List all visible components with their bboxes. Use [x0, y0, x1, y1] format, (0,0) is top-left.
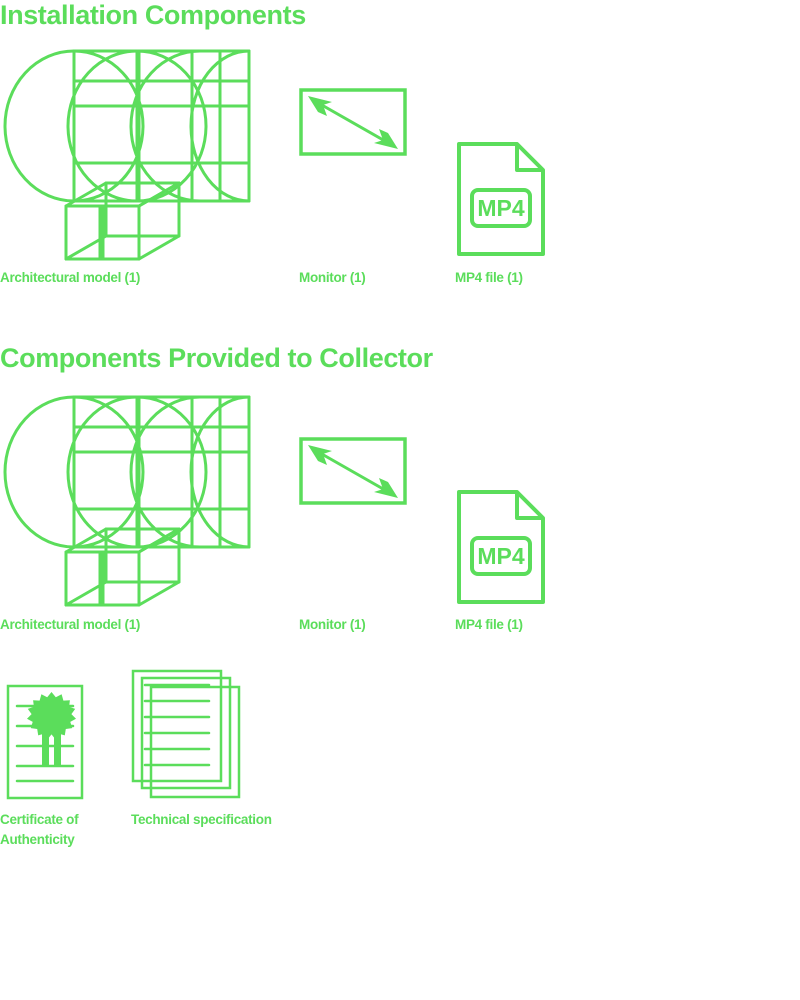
mp4-badge-text: MP4: [477, 543, 525, 569]
architectural-model-icon: [2, 48, 252, 263]
mp4-badge-text: MP4: [477, 195, 525, 221]
label-certificate: Certificate of Authenticity: [0, 812, 79, 847]
architectural-model-icon: [2, 394, 252, 609]
label-technical-specification: Technical specification: [131, 812, 272, 827]
label-architectural-model: Architectural model (1): [0, 270, 141, 285]
label-mp4-file: MP4 file (1): [455, 617, 523, 632]
section-title-installation: Installation Components: [0, 0, 306, 30]
label-monitor: Monitor (1): [299, 617, 366, 632]
monitor-icon: [299, 88, 407, 156]
label-architectural-model: Architectural model (1): [0, 617, 141, 632]
certificate-icon: [6, 684, 86, 800]
document-stack-icon: [131, 669, 243, 801]
section-title-collector: Components Provided to Collector: [0, 343, 433, 373]
mp4-file-icon: MP4: [455, 140, 547, 258]
label-mp4-file: MP4 file (1): [455, 270, 523, 285]
monitor-icon: [299, 437, 407, 505]
mp4-file-icon: MP4: [455, 488, 547, 606]
label-monitor: Monitor (1): [299, 270, 366, 285]
